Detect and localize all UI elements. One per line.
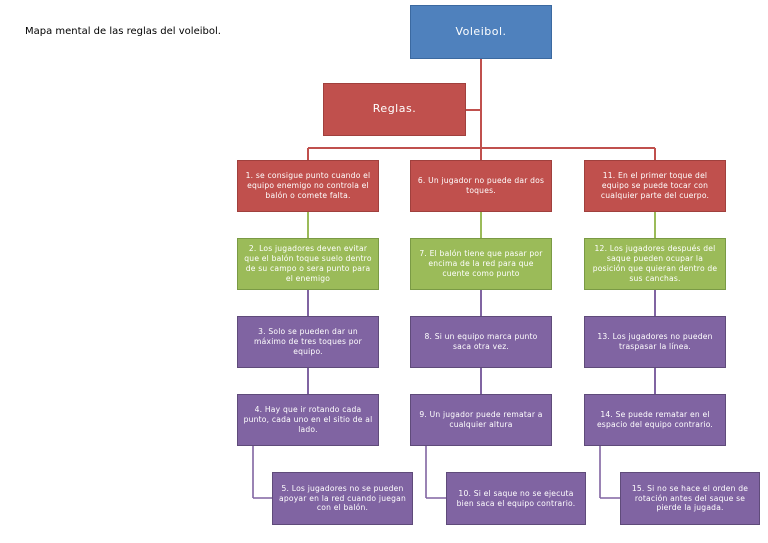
rule-node-15[interactable]: 15. Si no se hace el orden de rotación a… <box>620 472 760 525</box>
rule-node-11[interactable]: 11. En el primer toque del equipo se pue… <box>584 160 726 212</box>
rule-node-14[interactable]: 14. Se puede rematar en el espacio del e… <box>584 394 726 446</box>
rule-node-9[interactable]: 9. Un jugador puede rematar a cualquier … <box>410 394 552 446</box>
rule-node-2[interactable]: 2. Los jugadores deven evitar que el bal… <box>237 238 379 290</box>
rule-node-3[interactable]: 3. Solo se pueden dar un máximo de tres … <box>237 316 379 368</box>
rule-node-4[interactable]: 4. Hay que ir rotando cada punto, cada u… <box>237 394 379 446</box>
rule-node-5[interactable]: 5. Los jugadores no se pueden apoyar en … <box>272 472 413 525</box>
rule-node-12[interactable]: 12. Los jugadores después del saque pued… <box>584 238 726 290</box>
rule-node-6[interactable]: 6. Un jugador no puede dar dos toques. <box>410 160 552 212</box>
branch-node-reglas[interactable]: Reglas. <box>323 83 466 136</box>
rule-node-1[interactable]: 1. se consigue punto cuando el equipo en… <box>237 160 379 212</box>
rule-node-8[interactable]: 8. Si un equipo marca punto saca otra ve… <box>410 316 552 368</box>
page-caption: Mapa mental de las reglas del voleibol. <box>25 26 221 37</box>
rule-node-7[interactable]: 7. El balón tiene que pasar por encima d… <box>410 238 552 290</box>
rule-node-10[interactable]: 10. Si el saque no se ejecuta bien saca … <box>446 472 586 525</box>
rule-node-13[interactable]: 13. Los jugadores no pueden traspasar la… <box>584 316 726 368</box>
root-node[interactable]: Voleibol. <box>410 5 552 59</box>
